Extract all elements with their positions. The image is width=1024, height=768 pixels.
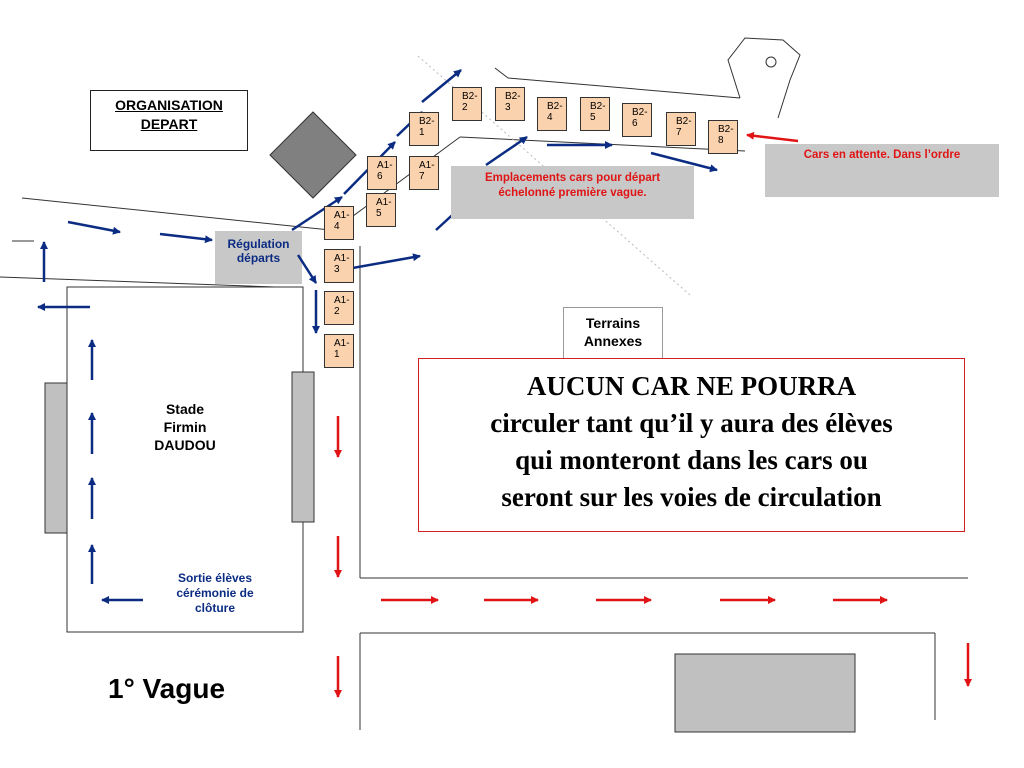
bus-slot-a1-6: A1- 6: [367, 156, 397, 190]
stadium-label: Stade Firmin DAUDOU: [125, 400, 245, 454]
regulation-zone: [215, 231, 302, 284]
emplacements-line-2: échelonné première vague.: [498, 187, 647, 199]
red-arrows: [334, 131, 972, 698]
traffic-warning: AUCUN CAR NE POURRA circuler tant qu’il …: [418, 358, 965, 532]
annex-fields-line-1: Terrains: [585, 315, 641, 331]
annex-building: [674, 653, 856, 733]
bus-slot-b2-1: B2- 1: [409, 112, 439, 146]
round-marker: [765, 56, 777, 68]
bus-slot-b2-5: B2- 5: [580, 97, 610, 131]
regulation-label: Régulation départs: [215, 231, 302, 284]
annex-fields-line-2: Annexes: [583, 333, 643, 349]
bus-slot-b2-7: B2- 7: [666, 112, 696, 146]
bus-slot-a1-1: A1- 1: [324, 334, 354, 368]
stadium-line-3: DAUDOU: [154, 437, 216, 453]
waiting-buses-text: Cars en attente. Dans l’ordre: [803, 149, 961, 161]
stadium-line-2: Firmin: [163, 419, 207, 435]
regulation-line-2: départs: [236, 251, 281, 265]
title-line-2: DEPART: [140, 116, 198, 132]
bus-slot-b2-4: B2- 4: [537, 97, 567, 131]
warning-line-2: circuler tant qu’il y aura des élèves: [490, 408, 893, 438]
bus-slot-a1-5: A1- 5: [366, 193, 396, 227]
bus-slot-a1-3: A1- 3: [324, 249, 354, 283]
stadium-outline: [66, 286, 304, 633]
warning-line-1: AUCUN CAR NE POURRA: [526, 371, 857, 401]
student-exit-line-3: clôture: [194, 601, 235, 615]
stadium-line-1: Stade: [165, 401, 205, 417]
bus-slot-a1-4: A1- 4: [324, 206, 354, 240]
stand-right: [291, 371, 315, 523]
bus-slot-b2-8: B2- 8: [708, 120, 738, 154]
student-exit-label: Sortie élèves cérémonie de clôture: [155, 571, 275, 616]
student-exit-line-2: cérémonie de: [176, 586, 254, 600]
bus-slot-b2-3: B2- 3: [495, 87, 525, 121]
waiting-buses-label: Cars en attente. Dans l’ordre: [765, 144, 999, 197]
wave-label: 1° Vague: [108, 673, 226, 704]
regulation-line-1: Régulation: [227, 237, 290, 251]
warning-line-4: seront sur les voies de circulation: [501, 482, 882, 512]
diagram-title: ORGANISATION DEPART: [90, 90, 248, 151]
title-line-1: ORGANISATION: [115, 97, 223, 113]
warning-line-3: qui monteront dans les cars ou: [515, 445, 868, 475]
diamond-building: [269, 111, 357, 199]
emplacements-line-1: Emplacements cars pour départ: [484, 172, 661, 184]
bus-slot-a1-2: A1- 2: [324, 291, 354, 325]
stand-left: [44, 382, 68, 534]
bus-slot-b2-6: B2- 6: [622, 103, 652, 137]
emplacements-label: Emplacements cars pour départ échelonné …: [451, 166, 694, 219]
bus-slot-b2-2: B2- 2: [452, 87, 482, 121]
bus-slot-a1-7: A1- 7: [409, 156, 439, 190]
student-exit-line-1: Sortie élèves: [177, 571, 253, 585]
